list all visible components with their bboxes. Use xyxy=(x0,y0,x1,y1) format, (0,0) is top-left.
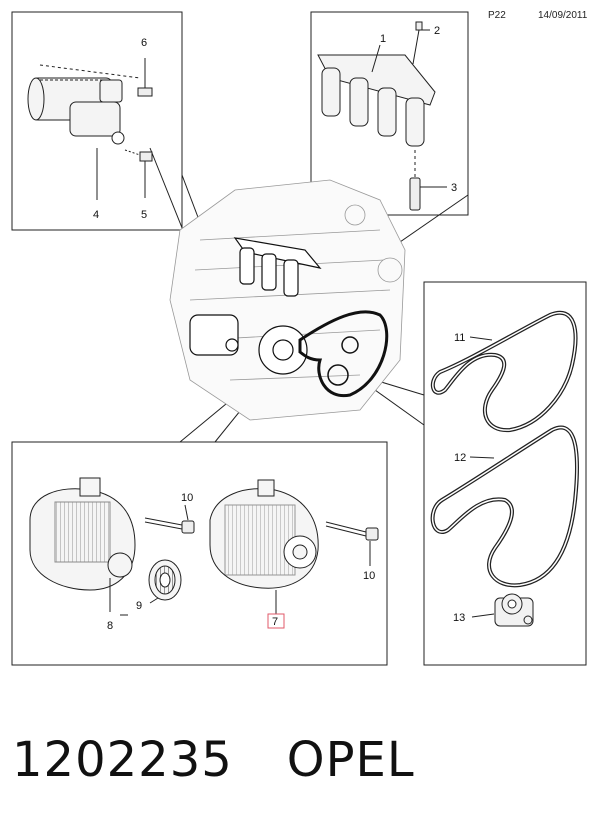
alternator-8 xyxy=(29,477,136,591)
ignition-coil xyxy=(317,54,436,147)
belt-12-inner xyxy=(431,426,578,586)
leader-1 xyxy=(371,44,381,73)
starter-motor xyxy=(27,77,125,145)
leader-12 xyxy=(469,456,495,459)
callout-8: 8 xyxy=(107,620,113,632)
page-code: P22 xyxy=(488,10,506,21)
bolt-6 xyxy=(137,58,153,97)
bolt-5 xyxy=(124,149,153,198)
belt-11 xyxy=(430,311,578,433)
starter-detail-frame xyxy=(11,11,183,231)
engine-block xyxy=(169,179,406,421)
callout-2: 2 xyxy=(434,25,440,37)
callout-7: 7 xyxy=(272,616,278,628)
belt-detail-frame xyxy=(423,281,587,666)
footer: 1202235 OPEL xyxy=(12,720,415,800)
starter-dash-line xyxy=(39,64,141,79)
callout-10-right: 10 xyxy=(363,570,375,582)
spark-plug-3 xyxy=(409,177,421,211)
callout-13: 13 xyxy=(453,612,465,624)
leader-10-left xyxy=(184,504,189,521)
callout-6: 6 xyxy=(141,37,147,49)
callout-4: 4 xyxy=(93,209,99,221)
engine-coil xyxy=(233,237,322,297)
part-number: 1202235 xyxy=(12,732,233,788)
leader-11 xyxy=(469,336,493,341)
bolt-10-left xyxy=(144,517,195,534)
engine-starter xyxy=(189,314,239,356)
leader-9 xyxy=(149,597,159,604)
callout-1: 1 xyxy=(380,33,386,45)
callout-11: 11 xyxy=(454,332,465,344)
part-7-highlight-box xyxy=(267,613,285,629)
alternator-detail-frame xyxy=(11,441,388,666)
tensioner-13 xyxy=(494,593,534,627)
belt-11-inner xyxy=(432,312,577,431)
pulley-9 xyxy=(148,559,182,601)
callout-9: 9 xyxy=(136,600,142,612)
ignition-coil-detail-frame xyxy=(310,11,469,216)
engine-belt xyxy=(298,310,389,398)
alternator-7 xyxy=(209,479,319,589)
engine-alternator xyxy=(258,325,308,375)
callout-3: 3 xyxy=(451,182,457,194)
leader-13 xyxy=(471,613,495,618)
bolt-10-right xyxy=(325,521,379,541)
brand-name: OPEL xyxy=(286,732,415,788)
page-date: 14/09/2011 xyxy=(538,10,588,21)
parts-diagram: 1 2 3 4 5 6 7 8 9 10 10 11 12 13 xyxy=(11,11,587,666)
callout-5: 5 xyxy=(141,209,147,221)
callout-12: 12 xyxy=(454,452,466,464)
bolt-2 xyxy=(412,21,423,65)
callout-10-left: 10 xyxy=(181,492,193,504)
